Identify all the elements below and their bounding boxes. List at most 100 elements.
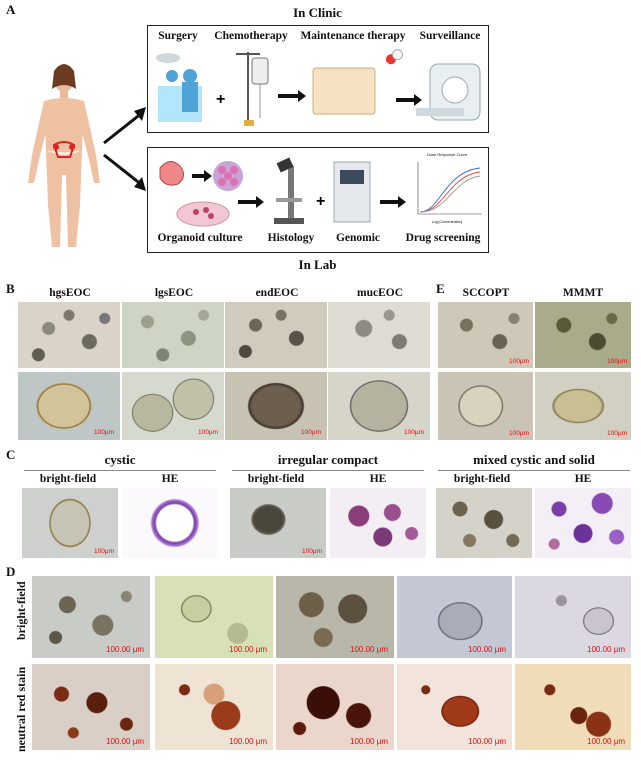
scale-bar-label: 100μm (508, 430, 529, 437)
scale-bar-label: 100.00 μm (350, 737, 388, 746)
d-bf-image-4: 100.00 μm (397, 576, 512, 658)
hgseoc-highmag-image: 100μm (18, 372, 120, 440)
group-mixed-cystic-solid: mixed cystic and solid (473, 452, 595, 467)
human-figure-illustration (28, 64, 100, 247)
d-bf-image-3: 100.00 μm (276, 576, 394, 658)
divider (438, 470, 630, 471)
sub-bright-field: bright-field (247, 473, 305, 485)
d-nr-image-4: 100.00 μm (397, 664, 512, 750)
culture-dish-icon (176, 201, 230, 227)
row-label-neutral-red: neutral red stain (14, 666, 28, 752)
arrow-icon (238, 196, 264, 208)
sub-bright-field: bright-field (39, 473, 97, 485)
step-surveillance: Surveillance (419, 30, 481, 42)
sub-he: HE (369, 473, 387, 485)
d-bf-image-1: 100.00 μm (32, 576, 150, 658)
d-nr-image-2: 100.00 μm (155, 664, 273, 750)
col-lgseoc: lgsEOC (154, 287, 194, 299)
ovary-organoid-icon (159, 161, 243, 191)
clinic-illustrations: + (156, 49, 481, 126)
scale-bar-label: 100μm (403, 429, 424, 436)
arrow-icon (396, 94, 422, 106)
sub-he: HE (574, 473, 592, 485)
svg-text:+: + (316, 193, 325, 210)
panel-label-c: C (6, 447, 16, 462)
svg-text:+: + (216, 91, 225, 108)
in-lab-title: In Lab (298, 257, 337, 272)
scale-bar-label: 100.00 μm (229, 645, 267, 654)
capsule-icon (385, 49, 404, 65)
hgseoc-lowmag-image (18, 302, 120, 368)
chemotherapy-iv-icon (236, 52, 269, 126)
lgseoc-lowmag-image (122, 302, 224, 368)
panel-label-d: D (6, 564, 16, 579)
mini-chart-xlabel: Log [Concentration] (431, 220, 463, 224)
scale-bar-label: 100.00 μm (229, 737, 267, 746)
step-surgery: Surgery (158, 30, 198, 42)
cystic-he-image (122, 488, 218, 558)
scale-bar-label: 100μm (508, 358, 529, 365)
lab-workflow-box: + Dose Response Curve Log [Concentration… (147, 147, 489, 253)
panel-label-b: B (6, 281, 15, 296)
mri-scanner-icon (416, 63, 481, 121)
scale-bar-label: 100μm (93, 429, 114, 436)
panel-label-e: E (436, 281, 445, 296)
scale-bar-label: 100μm (301, 548, 322, 555)
mini-chart-plot (417, 162, 482, 215)
mini-chart-title: Dose Response Curve (426, 152, 468, 157)
endeoc-lowmag-image (225, 302, 327, 368)
muceoc-lowmag-image (328, 302, 430, 368)
step-organoid-culture: Organoid culture (157, 232, 243, 244)
divider (232, 470, 424, 471)
muceoc-highmag-image: 100μm (328, 372, 430, 440)
scale-bar-label: 100μm (300, 429, 321, 436)
compact-brightfield-image: 100μm (230, 488, 326, 558)
scale-bar-label: 100.00 μm (106, 645, 144, 654)
scale-bar-label: 100μm (606, 430, 627, 437)
d-nr-image-1: 100.00 μm (32, 664, 150, 750)
clinic-workflow-box: Surgery Chemotherapy Maintenance therapy… (147, 25, 489, 133)
arrow-icon (278, 90, 306, 102)
col-mmmt: MMMT (562, 287, 604, 299)
scale-bar-label: 100.00 μm (587, 645, 625, 654)
mixed-he-image (535, 488, 631, 558)
divider (24, 470, 216, 471)
lgseoc-highmag-image: 100μm (122, 372, 224, 440)
surgery-icon (156, 53, 202, 122)
col-endeoc: endEOC (255, 287, 299, 299)
sequencer-icon (333, 161, 371, 223)
col-sccopt: SCCOPT (462, 287, 510, 299)
panel-label-a: A (6, 2, 16, 17)
arrows-from-patient (103, 107, 146, 191)
scale-bar-label: 100.00 μm (587, 737, 625, 746)
sccopt-highmag-image: 100μm (438, 372, 533, 440)
step-maintenance-therapy: Maintenance therapy (300, 30, 406, 42)
col-muceoc: mucEOC (357, 287, 403, 299)
step-chemotherapy: Chemotherapy (214, 30, 288, 42)
sccopt-lowmag-image: 100μm (438, 302, 533, 368)
mixed-brightfield-image (436, 488, 532, 558)
scale-bar-label: 100μm (197, 429, 218, 436)
scale-bar-label: 100.00 μm (350, 645, 388, 654)
d-bf-image-2: 100.00 μm (155, 576, 273, 658)
group-irregular-compact: irregular compact (277, 452, 379, 467)
scale-bar-label: 100μm (606, 358, 627, 365)
scale-bar-label: 100.00 μm (468, 645, 506, 654)
d-bf-image-5: 100.00 μm (515, 576, 631, 658)
in-clinic-title: In Clinic (293, 5, 342, 20)
scale-bar-label: 100.00 μm (468, 737, 506, 746)
step-histology: Histology (267, 232, 315, 244)
arrow-icon (380, 196, 406, 208)
maintenance-plate-icon (312, 67, 376, 115)
step-genomic: Genomic (335, 232, 381, 244)
mmmt-lowmag-image: 100μm (535, 302, 631, 368)
scale-bar-label: 100μm (93, 548, 114, 555)
group-cystic: cystic (104, 452, 136, 467)
step-drug-screening: Drug screening (405, 232, 481, 244)
sub-he: HE (161, 473, 179, 485)
compact-he-image (330, 488, 426, 558)
d-nr-image-3: 100.00 μm (276, 664, 394, 750)
sub-bright-field: bright-field (453, 473, 511, 485)
endeoc-highmag-image: 100μm (225, 372, 327, 440)
microscope-icon (274, 157, 304, 224)
